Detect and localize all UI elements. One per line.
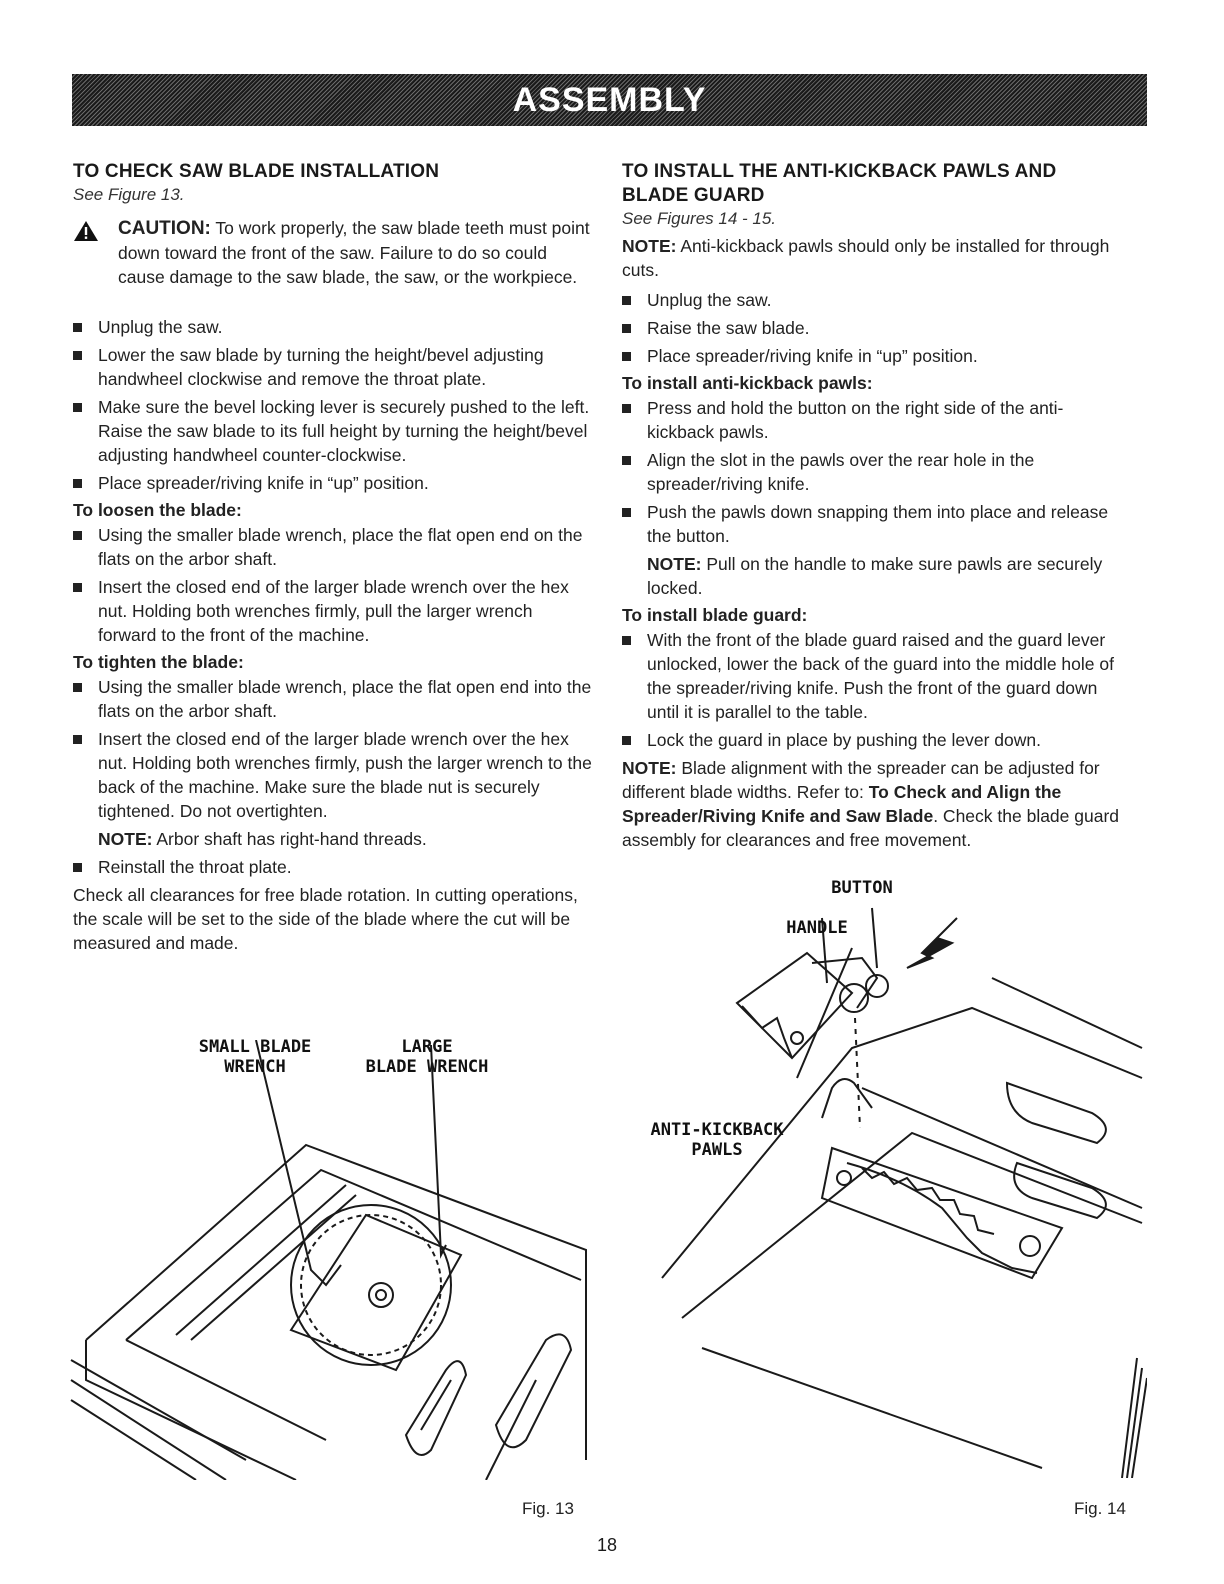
list-item: Press and hold the button on the right s… bbox=[622, 396, 1122, 444]
left-column: TO CHECK SAW BLADE INSTALLATION See Figu… bbox=[73, 160, 593, 955]
note-label: NOTE: bbox=[647, 554, 702, 574]
caution-block: CAUTION: To work properly, the saw blade… bbox=[73, 216, 593, 289]
note-text: . Check the blade guard assembly for cle… bbox=[622, 806, 1120, 850]
list-item: Reinstall the throat plate. bbox=[73, 855, 593, 879]
list-item: Unplug the saw. bbox=[622, 288, 1122, 312]
list-item: Align the slot in the pawls over the rea… bbox=[622, 448, 1122, 496]
note-text: Pull on the handle to make sure pawls ar… bbox=[647, 554, 1103, 598]
list-item: Raise the saw blade. bbox=[622, 316, 1122, 340]
button-label: BUTTON bbox=[831, 878, 893, 898]
check-steps-list: Unplug the saw. Lower the saw blade by t… bbox=[73, 315, 593, 495]
note-label: NOTE: bbox=[98, 829, 153, 849]
list-item: Place spreader/riving knife in “up” posi… bbox=[622, 344, 1122, 368]
large-blade-wrench-label: LARGE BLADE WRENCH bbox=[365, 1037, 489, 1077]
list-item: Lower the saw blade by turning the heigh… bbox=[73, 343, 593, 391]
list-item: With the front of the blade guard raised… bbox=[622, 628, 1122, 724]
note-text: Anti-kickback pawls should only be insta… bbox=[622, 236, 1110, 280]
fig-13-caption: Fig. 13 bbox=[522, 1499, 574, 1518]
list-item: Place spreader/riving knife in “up” posi… bbox=[73, 471, 593, 495]
alignment-note: NOTE: Blade alignment with the spreader … bbox=[622, 756, 1122, 852]
caution-label: CAUTION: bbox=[118, 218, 211, 239]
handle-label: HANDLE bbox=[786, 918, 848, 938]
guard-title: To install blade guard: bbox=[622, 605, 808, 625]
list-item: Lock the guard in place by pushing the l… bbox=[622, 728, 1122, 752]
list-item: Using the smaller blade wrench, place th… bbox=[73, 675, 593, 723]
saw-table-drawing bbox=[70, 1040, 587, 1480]
blade-guard-drawing bbox=[661, 907, 1147, 1478]
closing-paragraph: Check all clearances for free blade rota… bbox=[73, 885, 578, 953]
guard-steps-list: With the front of the blade guard raised… bbox=[622, 628, 1122, 752]
figure-13: SMALL BLADE WRENCH LARGE BLADE WRENCH bbox=[66, 1037, 596, 1480]
list-item: Push the pawls down snapping them into p… bbox=[622, 500, 1122, 548]
section-title: ASSEMBLY bbox=[512, 80, 707, 119]
tighten-steps-list: Using the smaller blade wrench, place th… bbox=[73, 675, 593, 823]
caution-text: To work properly, the saw blade teeth mu… bbox=[118, 218, 590, 287]
left-heading: TO CHECK SAW BLADE INSTALLATION bbox=[73, 161, 440, 182]
small-blade-wrench-label: SMALL BLADE WRENCH bbox=[198, 1037, 312, 1077]
pawls-locked-note: NOTE: Pull on the handle to make sure pa… bbox=[622, 552, 1122, 600]
page-number: 18 bbox=[597, 1535, 618, 1555]
arbor-note: NOTE: Arbor shaft has right-hand threads… bbox=[73, 827, 593, 851]
list-item: Insert the closed end of the larger blad… bbox=[73, 727, 593, 823]
right-column: TO INSTALL THE ANTI-KICKBACK PAWLS AND B… bbox=[622, 160, 1122, 858]
through-cuts-note: NOTE: Anti-kickback pawls should only be… bbox=[622, 234, 1122, 282]
note-text: Arbor shaft has right-hand threads. bbox=[152, 829, 427, 849]
anti-kickback-pawls-label: ANTI-KICKBACK PAWLS bbox=[650, 1120, 784, 1160]
right-heading-line2: BLADE GUARD bbox=[622, 185, 765, 206]
tighten-title: To tighten the blade: bbox=[73, 652, 244, 672]
loosen-steps-list: Using the smaller blade wrench, place th… bbox=[73, 523, 593, 647]
loosen-title: To loosen the blade: bbox=[73, 500, 242, 520]
list-item: Insert the closed end of the larger blad… bbox=[73, 575, 593, 647]
right-see-figure: See Figures 14 - 15. bbox=[622, 209, 777, 228]
list-item: Using the smaller blade wrench, place th… bbox=[73, 523, 593, 571]
install-steps-list: Unplug the saw. Raise the saw blade. Pla… bbox=[622, 288, 1122, 368]
pawls-title: To install anti-kickback pawls: bbox=[622, 373, 873, 393]
left-see-figure: See Figure 13. bbox=[73, 185, 185, 204]
right-heading-line1: TO INSTALL THE ANTI-KICKBACK PAWLS AND bbox=[622, 161, 1057, 182]
pawls-steps-list: Press and hold the button on the right s… bbox=[622, 396, 1122, 548]
list-item: Unplug the saw. bbox=[73, 315, 593, 339]
final-steps-list: Reinstall the throat plate. bbox=[73, 855, 593, 879]
note-label: NOTE: bbox=[622, 236, 677, 256]
list-item: Make sure the bevel locking lever is sec… bbox=[73, 395, 593, 467]
section-banner: ASSEMBLY bbox=[72, 74, 1147, 126]
note-text: Blade alignment with the spreader can be… bbox=[622, 758, 1100, 802]
fig-14-caption: Fig. 14 bbox=[1074, 1499, 1126, 1518]
note-label: NOTE: bbox=[622, 758, 677, 778]
warning-triangle-icon bbox=[74, 221, 98, 241]
cross-reference: To Check and Align the Spreader/Riving K… bbox=[622, 782, 1062, 826]
figure-14: BUTTON HANDLE ANTI-KICKBACK PAWLS bbox=[622, 878, 1147, 1478]
